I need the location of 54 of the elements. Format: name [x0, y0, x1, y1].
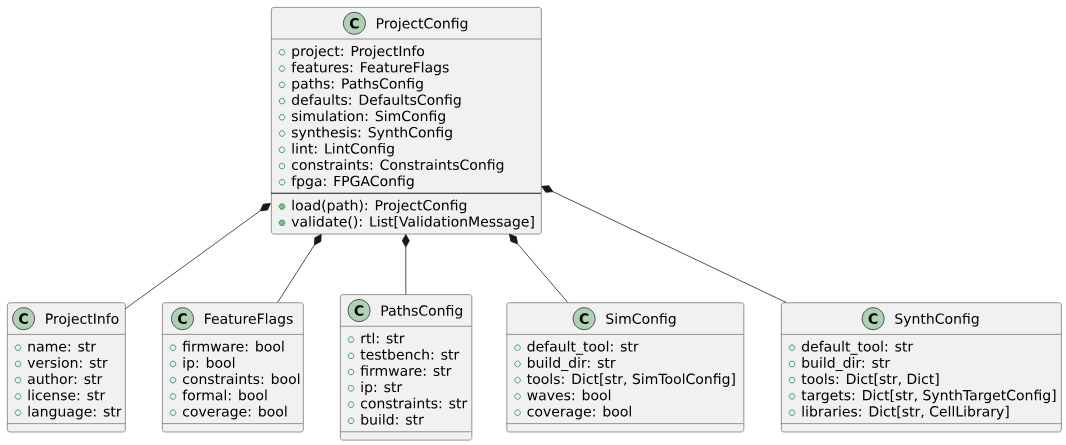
class-badge: C	[861, 307, 885, 331]
attribute-text: ip: bool	[183, 357, 235, 371]
attribute-text: defaults: DefaultsConfig	[291, 94, 461, 108]
attribute-text: default_tool: str	[527, 340, 639, 355]
class-name: SynthConfig	[895, 313, 979, 327]
attribute-text: waves: bool	[527, 389, 611, 401]
composition-line	[277, 234, 322, 303]
attribute-text: simulation: SimConfig	[291, 110, 445, 124]
class-name: ProjectInfo	[46, 313, 119, 327]
composition-line	[401, 234, 410, 295]
attribute-text: ip: str	[361, 381, 403, 395]
attribute-text: build_dir: str	[528, 357, 616, 372]
attribute-text: coverage: bool	[182, 405, 287, 420]
attribute-text: build_dir: str	[802, 357, 891, 372]
attribute-text: libraries: Dict[str, CellLibrary]	[802, 405, 1009, 420]
composition-line	[124, 203, 271, 310]
attribute-text: constraints: bool	[182, 373, 300, 385]
class-badge: C	[12, 307, 35, 331]
attribute-text: project: ProjectInfo	[292, 45, 425, 59]
attribute-text: language: str	[28, 405, 122, 420]
attribute-text: tools: Dict[str, SimToolConfig]	[527, 373, 735, 387]
attribute-text: coverage: bool	[527, 405, 631, 420]
class-badge: C	[572, 307, 596, 331]
method-text: validate(): List[ValidationMessage]	[291, 215, 534, 230]
class-name: ProjectConfig	[376, 17, 468, 32]
attribute-text: tools: Dict[str, Dict]	[801, 373, 939, 386]
composition-line	[509, 233, 569, 303]
class-name: PathsConfig	[381, 305, 462, 319]
attribute-text: synthesis: SynthConfig	[291, 126, 452, 141]
attribute-text: default_tool: str	[802, 340, 914, 355]
attribute-text: version: str	[27, 357, 108, 368]
attribute-text: targets: Dict[str, SynthTargetConfig]	[801, 389, 1056, 404]
attribute-text: name: str	[28, 341, 97, 352]
attribute-text: author: str	[28, 373, 103, 385]
attribute-text: constraints: ConstraintsConfig	[291, 159, 504, 173]
attribute-text: firmware: bool	[182, 340, 284, 352]
class-badge: C	[347, 299, 371, 322]
attribute-text: license: str	[28, 389, 106, 401]
attribute-text: paths: PathsConfig	[292, 77, 423, 92]
attribute-text: testbench: str	[360, 348, 460, 360]
class-badge: C	[343, 11, 366, 35]
composition-line	[541, 185, 787, 303]
attribute-text: features: FeatureFlags	[291, 61, 449, 76]
attribute-text: fpga: FPGAConfig	[291, 175, 414, 189]
class-badge: C	[171, 307, 194, 331]
attribute-text: constraints: str	[360, 397, 468, 409]
attribute-text: lint: LintConfig	[292, 142, 394, 157]
class-name: FeatureFlags	[205, 313, 293, 327]
attribute-text: firmware: str	[360, 365, 452, 377]
method-text: load(path): ProjectConfig	[292, 199, 467, 214]
attribute-text: build: str	[361, 413, 424, 425]
attribute-text: formal: bool	[182, 389, 267, 401]
class-name: SimConfig	[606, 313, 676, 327]
attribute-text: rtl: str	[361, 332, 405, 344]
